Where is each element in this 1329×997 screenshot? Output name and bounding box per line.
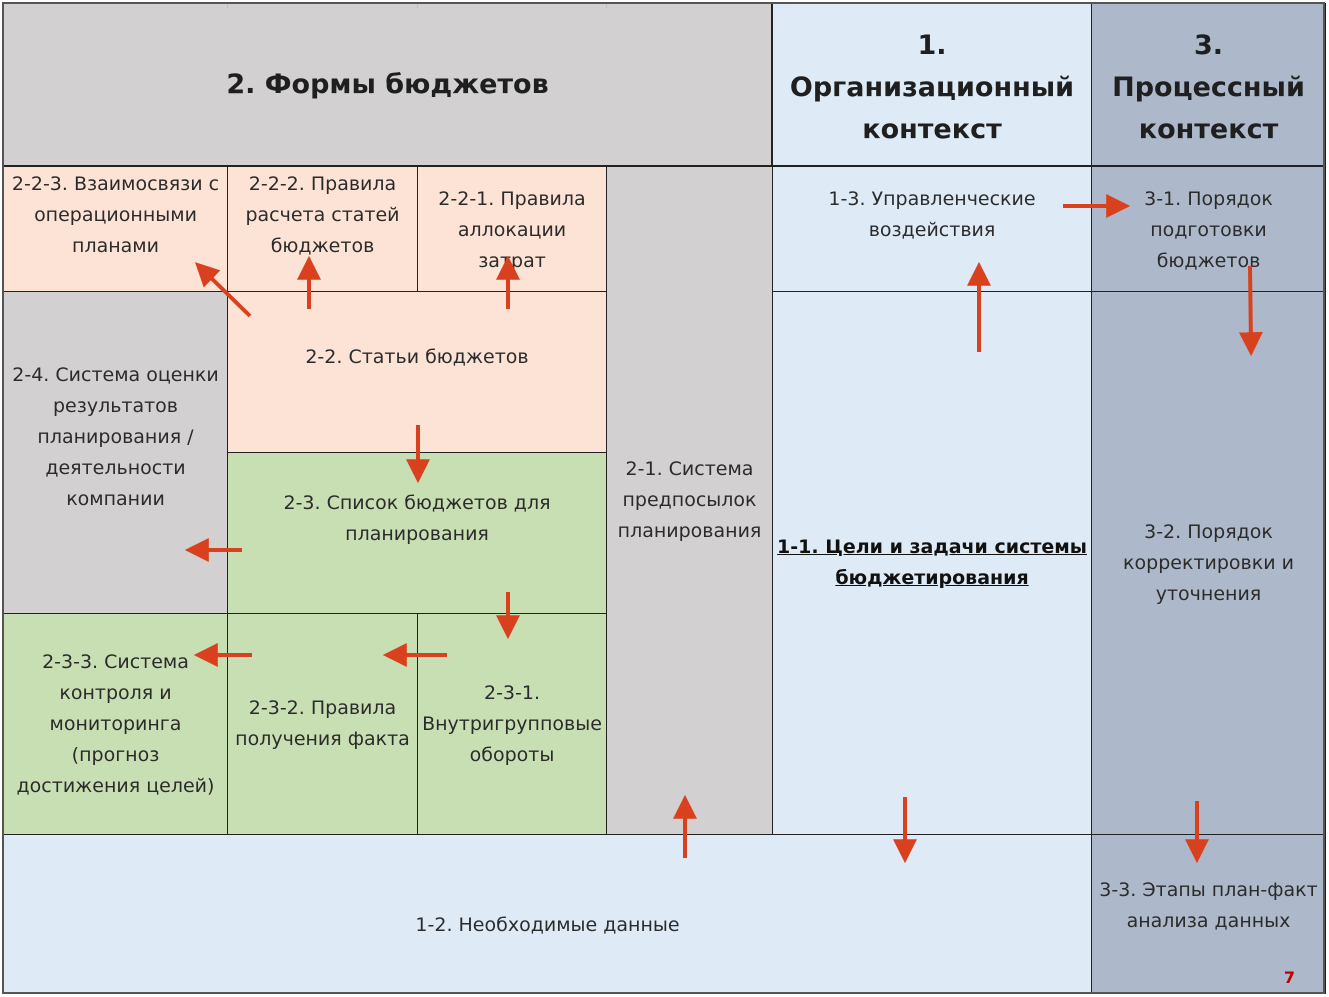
cell-2-3-1: 2-3-1. Внутригрупповые обороты <box>417 613 607 835</box>
cell-2-2-3-label: 2-2-3. Взаимосвязи с операционными плана… <box>11 173 220 257</box>
cell-2-2-label: 2-2. Статьи бюджетов <box>305 346 529 368</box>
cell-3-2: 3-2. Порядок корректировки и уточнения <box>1091 291 1326 835</box>
cell-2-2-2: 2-2-2. Правила расчета статей бюджетов <box>227 166 418 292</box>
cell-1-1-label: 1-1. Цели и задачи системы бюджетировани… <box>777 536 1087 589</box>
gridline <box>417 2 418 8</box>
cell-3-2-label: 3-2. Порядок корректировки и уточнения <box>1123 520 1294 605</box>
arrow-2-2-to-2-2-3 <box>194 262 252 318</box>
cell-2-3-3-label: 2-3-3. Система контроля и мониторинга (п… <box>16 650 215 797</box>
header-process-context: 3. Процессный контекст <box>1091 3 1326 166</box>
page-number: 7 <box>1283 968 1295 987</box>
gridline <box>606 2 607 8</box>
cell-2-3-2: 2-3-2. Правила получения факта <box>227 613 418 835</box>
cell-2-3-1-label: 2-3-1. Внутригрупповые обороты <box>422 681 602 766</box>
cell-3-1: 3-1. Порядок подготовки бюджетов <box>1091 166 1326 292</box>
header-process-context-label: 3. Процессный контекст <box>1112 29 1305 145</box>
cell-2-3-label: 2-3. Список бюджетов для планирования <box>283 492 551 545</box>
gridline <box>227 2 228 8</box>
cell-1-3-label: 1-3. Управленческие воздействия <box>828 188 1036 241</box>
cell-2-1: 2-1. Система предпосылок планирования <box>606 166 773 835</box>
cell-2-1-label: 2-1. Система предпосылок планирования <box>617 458 762 542</box>
cell-2-3-2-label: 2-3-2. Правила получения факта <box>235 697 410 750</box>
cell-2-2-2-label: 2-2-2. Правила расчета статей бюджетов <box>245 173 400 257</box>
cell-2-3-3: 2-3-3. Система контроля и мониторинга (п… <box>3 613 228 835</box>
cell-2-2-1-label: 2-2-1. Правила аллокации затрат <box>438 188 586 272</box>
cell-1-2-label: 1-2. Необходимые данные <box>415 913 680 936</box>
header-forms-label: 2. Формы бюджетов <box>226 68 549 100</box>
cell-2-4-label: 2-4. Система оценки результатов планиров… <box>12 364 219 510</box>
arrow-3-1-to-3-2 <box>1238 265 1263 357</box>
header-org-context-label: 1. Организационный контекст <box>789 29 1075 145</box>
cell-3-1-label: 3-1. Порядок подготовки бюджетов <box>1144 188 1273 272</box>
header-org-context: 1. Организационный контекст <box>772 3 1092 166</box>
cell-1-3: 1-3. Управленческие воздействия <box>772 166 1092 292</box>
cell-3-3-label: 3-3. Этапы план-факт анализа данных <box>1099 879 1318 932</box>
cell-3-3: 3-3. Этапы план-факт анализа данных <box>1091 834 1326 994</box>
